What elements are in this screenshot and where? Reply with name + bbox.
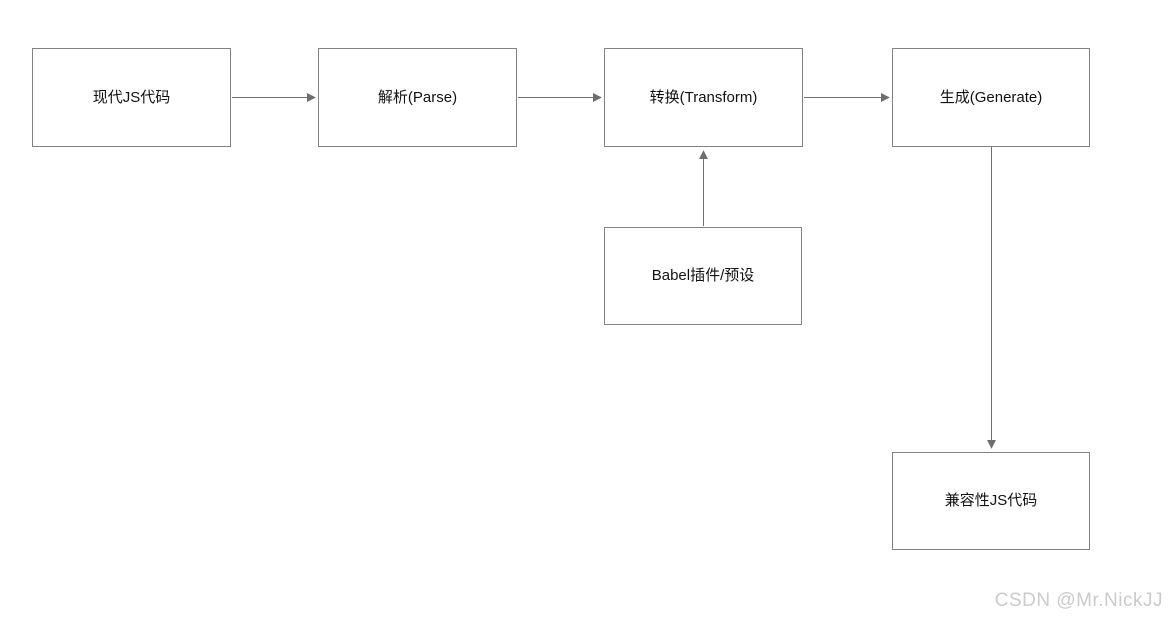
node-modern-js-label: 现代JS代码 — [92, 88, 171, 106]
node-babel-plugins: Babel插件/预设 — [604, 227, 802, 325]
node-generate-label: 生成(Generate) — [939, 88, 1043, 106]
node-compatible-js-label: 兼容性JS代码 — [944, 492, 1038, 509]
node-transform-label: 转换(Transform) — [649, 88, 758, 106]
node-generate: 生成(Generate) — [892, 48, 1090, 147]
node-compatible-js: 兼容性JS代码 — [892, 452, 1090, 550]
node-transform: 转换(Transform) — [604, 48, 803, 147]
node-parse: 解析(Parse) — [318, 48, 517, 147]
node-parse-label: 解析(Parse) — [377, 88, 458, 106]
node-modern-js: 现代JS代码 — [32, 48, 231, 147]
node-babel-plugins-label: Babel插件/预设 — [651, 267, 755, 284]
watermark: CSDN @Mr.NickJJ — [994, 590, 1163, 611]
